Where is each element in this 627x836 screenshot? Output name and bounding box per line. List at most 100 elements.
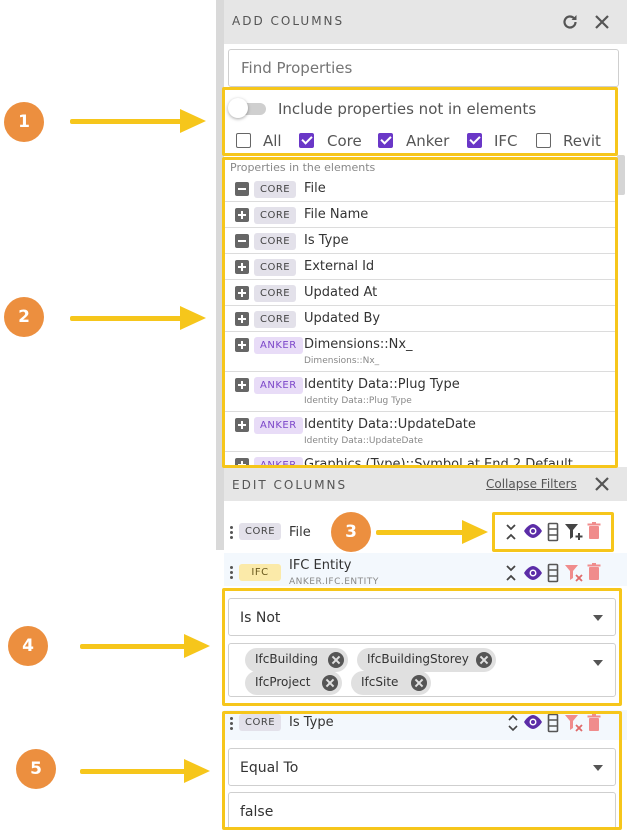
expand-icon[interactable] (235, 418, 249, 432)
is-type-value-input[interactable]: false (228, 792, 616, 830)
property-row[interactable]: CORE File (224, 176, 615, 202)
ifc-values-select[interactable]: IfcBuilding IfcBuildingStorey IfcProject… (228, 643, 616, 697)
collapse-chevrons-icon[interactable] (504, 563, 518, 587)
property-row[interactable]: ANKER Identity Data::Plug Type Identity … (224, 372, 615, 412)
remove-filter-icon[interactable] (564, 563, 584, 587)
expand-chevrons-icon[interactable] (507, 713, 519, 737)
properties-caption: Properties in the elements (230, 161, 376, 174)
edit-column-ifc-entity: IFC IFC Entity ANKER.IFC.ENTITY (224, 553, 627, 587)
callout-arrowhead-5 (184, 759, 210, 783)
property-row[interactable]: CORE Is Type (224, 228, 615, 254)
find-properties-input[interactable] (228, 49, 619, 87)
property-tag: CORE (254, 259, 297, 276)
columns-panel: ADD COLUMNS Include properties not in el… (224, 0, 627, 836)
visibility-eye-icon[interactable] (523, 714, 543, 734)
collapse-icon[interactable] (235, 234, 249, 248)
remove-filter-icon[interactable] (564, 713, 584, 737)
column-tag: IFC (239, 564, 281, 581)
property-row[interactable]: CORE File Name (224, 202, 615, 228)
edit-columns-header: EDIT COLUMNS Collapse Filters (224, 467, 627, 501)
property-name: Graphics (Type)::Symbol at End 2 Default (304, 457, 573, 466)
filter-core-checkbox[interactable] (299, 133, 314, 148)
property-row[interactable]: ANKER Identity Data::UpdateDate Identity… (224, 412, 615, 452)
column-width-icon[interactable] (547, 713, 559, 737)
highlight-box-1 (222, 87, 618, 156)
highlight-box-3 (492, 512, 614, 552)
delete-column-icon[interactable] (587, 522, 601, 544)
chip-label: IfcBuilding (255, 652, 319, 666)
properties-scrollbar[interactable] (617, 155, 625, 195)
property-name: File (304, 181, 326, 196)
filter-ifc-checkbox[interactable] (467, 133, 482, 148)
dropdown-caret-icon (593, 660, 603, 666)
callout-arrowhead-3 (462, 520, 488, 544)
add-filter-icon[interactable] (564, 522, 584, 546)
property-row[interactable]: ANKER Dimensions::Nx_ Dimensions::Nx_ (224, 332, 615, 372)
property-tag: CORE (254, 181, 297, 198)
property-tag: ANKER (254, 337, 303, 354)
expand-icon[interactable] (235, 378, 249, 392)
close-icon[interactable] (592, 12, 612, 32)
expand-icon[interactable] (235, 286, 249, 300)
property-name: Dimensions::Nx_ (304, 337, 413, 352)
drag-handle-icon[interactable] (230, 566, 234, 581)
property-subtitle: Identity Data::Plug Type (304, 396, 412, 406)
highlight-box-4 (222, 588, 622, 706)
property-name: File Name (304, 207, 369, 222)
expand-icon[interactable] (235, 338, 249, 352)
is-type-operator-select[interactable]: Equal To (228, 748, 616, 786)
chip-remove-icon[interactable] (476, 652, 492, 668)
include-properties-toggle-knob[interactable] (228, 98, 248, 118)
add-columns-title: ADD COLUMNS (232, 14, 345, 28)
expand-icon[interactable] (235, 312, 249, 326)
close-icon[interactable] (592, 474, 612, 494)
filter-all-label: All (263, 132, 282, 150)
delete-column-icon[interactable] (587, 563, 601, 585)
operator-value: Equal To (240, 760, 299, 776)
value-chip: IfcBuildingStorey (357, 648, 496, 672)
callout-badge-1: 1 (4, 102, 44, 142)
refresh-icon[interactable] (560, 12, 580, 32)
operator-value: Is Not (240, 610, 281, 626)
ifc-operator-select[interactable]: Is Not (228, 598, 616, 636)
expand-icon[interactable] (235, 260, 249, 274)
collapse-icon[interactable] (235, 182, 249, 196)
visibility-eye-icon[interactable] (523, 565, 543, 585)
properties-list: Properties in the elements CORE File COR… (224, 158, 617, 466)
property-subtitle: Identity Data::UpdateDate (304, 436, 424, 446)
chip-label: IfcBuildingStorey (367, 652, 469, 666)
collapse-filters-link[interactable]: Collapse Filters (486, 477, 577, 491)
chip-label: IfcProject (255, 675, 311, 689)
delete-column-icon[interactable] (587, 714, 601, 736)
filter-revit-checkbox[interactable] (536, 133, 551, 148)
filter-revit-label: Revit (563, 132, 601, 150)
column-width-icon[interactable] (547, 522, 559, 546)
drag-handle-icon[interactable] (230, 526, 234, 541)
property-name: Updated By (304, 311, 381, 326)
drag-handle-icon[interactable] (230, 717, 234, 732)
property-row[interactable]: CORE External Id (224, 254, 615, 280)
column-label: File (289, 525, 311, 540)
chip-remove-icon[interactable] (322, 675, 338, 691)
column-tag: CORE (239, 523, 282, 540)
filter-ifc-label: IFC (494, 132, 518, 150)
property-row[interactable]: CORE Updated By (224, 306, 615, 332)
column-width-icon[interactable] (547, 563, 559, 587)
chip-remove-icon[interactable] (328, 652, 344, 668)
property-name: Identity Data::Plug Type (304, 377, 460, 392)
filter-all-checkbox[interactable] (236, 133, 251, 148)
edit-columns-title: EDIT COLUMNS (232, 478, 348, 492)
filter-anker-checkbox[interactable] (378, 133, 393, 148)
visibility-eye-icon[interactable] (523, 523, 543, 543)
callout-arrowhead-1 (180, 109, 206, 133)
callout-arrow-4 (80, 644, 190, 649)
chip-remove-icon[interactable] (411, 675, 427, 691)
property-row[interactable]: CORE Updated At (224, 280, 615, 306)
callout-badge-5: 5 (16, 749, 56, 789)
expand-icon[interactable] (235, 208, 249, 222)
collapse-chevrons-icon[interactable] (504, 522, 518, 546)
column-label: Is Type (289, 715, 334, 730)
panel-scroll-strip[interactable] (216, 0, 224, 550)
value-chip: IfcBuilding (245, 648, 348, 672)
filter-core-label: Core (327, 132, 362, 150)
